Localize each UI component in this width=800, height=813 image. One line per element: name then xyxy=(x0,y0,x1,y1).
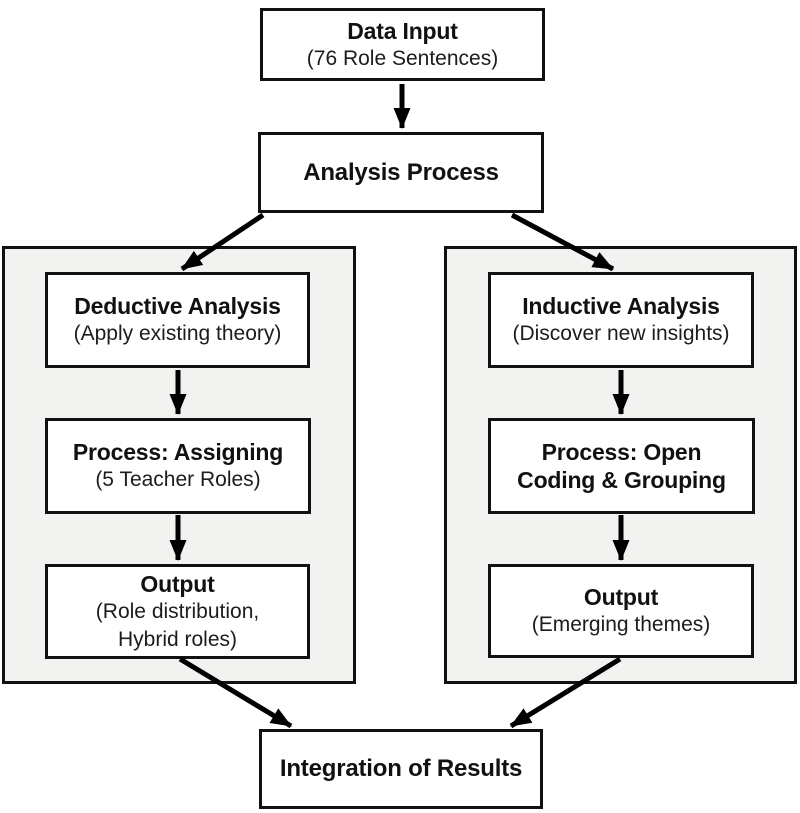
data-input-subtitle: (76 Role Sentences) xyxy=(306,46,499,70)
analysis-process-title: Analysis Process xyxy=(303,158,499,186)
node-integration: Integration of Results xyxy=(259,729,543,809)
process-assigning-title: Process: Assigning xyxy=(72,439,284,466)
data-input-title: Data Input xyxy=(347,17,458,44)
node-data-input: Data Input (76 Role Sentences) xyxy=(260,8,545,81)
integration-title: Integration of Results xyxy=(279,755,523,783)
process-open-coding-title-line2: Coding & Grouping xyxy=(517,467,726,493)
inductive-analysis-title: Inductive Analysis xyxy=(522,293,720,320)
output-deductive-subtitle-line2: Hybrid roles) xyxy=(117,627,238,651)
deductive-analysis-title: Deductive Analysis xyxy=(74,293,281,320)
output-inductive-title: Output xyxy=(583,584,659,611)
output-deductive-title: Output xyxy=(140,571,215,598)
node-process-assigning: Process: Assigning (5 Teacher Roles) xyxy=(45,418,311,514)
deductive-analysis-subtitle: (Apply existing theory) xyxy=(73,322,282,346)
node-deductive-analysis: Deductive Analysis (Apply existing theor… xyxy=(45,272,310,368)
inductive-analysis-subtitle: (Discover new insights) xyxy=(512,322,730,346)
process-open-coding-title-line1: Process: Open xyxy=(541,438,702,465)
output-inductive-subtitle: (Emerging themes) xyxy=(531,613,711,637)
node-process-open-coding: Process: Open Coding & Grouping xyxy=(488,418,755,514)
output-deductive-subtitle-line1: (Role distribution, xyxy=(95,600,260,624)
node-output-deductive: Output (Role distribution, Hybrid roles) xyxy=(45,564,310,659)
process-assigning-subtitle: (5 Teacher Roles) xyxy=(95,468,261,492)
node-output-inductive: Output (Emerging themes) xyxy=(488,564,754,658)
node-analysis-process: Analysis Process xyxy=(258,132,544,213)
node-inductive-analysis: Inductive Analysis (Discover new insight… xyxy=(488,272,754,368)
